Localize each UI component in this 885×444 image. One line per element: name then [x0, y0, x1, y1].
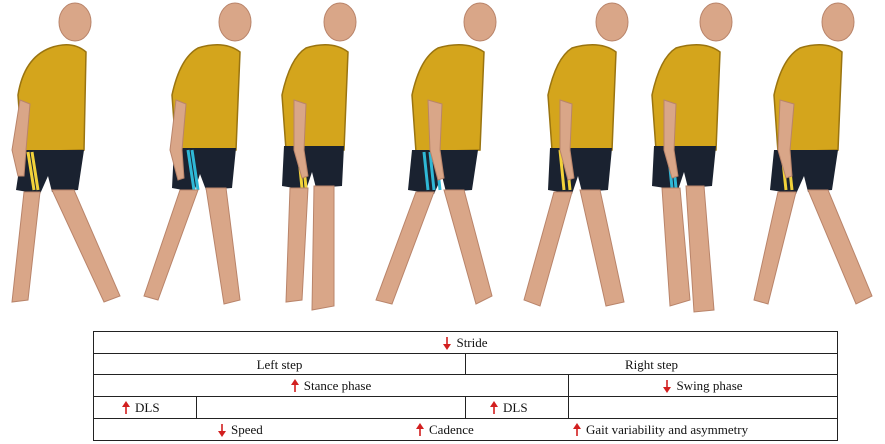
- single-support-cell-1: [196, 396, 466, 419]
- arrow-up-icon: [122, 401, 130, 415]
- arrow-down-icon: [663, 379, 671, 393]
- cadence-label: Cadence: [429, 423, 474, 436]
- variability-label: Gait variability and asymmetry: [586, 423, 748, 436]
- dls-cell-1: DLS: [93, 396, 197, 419]
- arrow-down-icon: [443, 336, 451, 350]
- left-step-cell: Left step: [93, 353, 466, 375]
- stance-phase-cell: Stance phase: [93, 374, 569, 397]
- walker-figure-6: [640, 0, 750, 330]
- arrow-up-icon: [416, 423, 424, 437]
- walking-figures-strip: [0, 0, 885, 330]
- stride-cell: Stride: [93, 331, 838, 354]
- dls-label-1: DLS: [135, 401, 160, 414]
- walker-figure-2: [140, 0, 270, 330]
- speed-label: Speed: [231, 423, 263, 436]
- single-support-cell-2: [568, 396, 838, 419]
- dls-cell-2: DLS: [465, 396, 569, 419]
- arrow-down-icon: [218, 423, 226, 437]
- dls-label-2: DLS: [503, 401, 528, 414]
- walker-figure-3: [272, 0, 382, 330]
- arrow-up-icon: [291, 379, 299, 393]
- left-step-label: Left step: [257, 358, 303, 371]
- walker-figure-5: [520, 0, 640, 330]
- summary-row: Speed Cadence Gait variability and asymm…: [93, 418, 838, 441]
- walker-figure-4: [372, 0, 502, 330]
- gait-cycle-table: Stride Left step Right step Stance phase…: [93, 331, 838, 441]
- stance-phase-label: Stance phase: [304, 379, 372, 392]
- arrow-up-icon: [573, 423, 581, 437]
- stride-label: Stride: [456, 336, 487, 349]
- right-step-cell: Right step: [465, 353, 838, 375]
- swing-phase-label: Swing phase: [676, 379, 742, 392]
- walker-figure-7: [752, 0, 882, 330]
- walker-figure-1: [0, 0, 130, 330]
- arrow-up-icon: [490, 401, 498, 415]
- right-step-label: Right step: [625, 358, 678, 371]
- swing-phase-cell: Swing phase: [568, 374, 838, 397]
